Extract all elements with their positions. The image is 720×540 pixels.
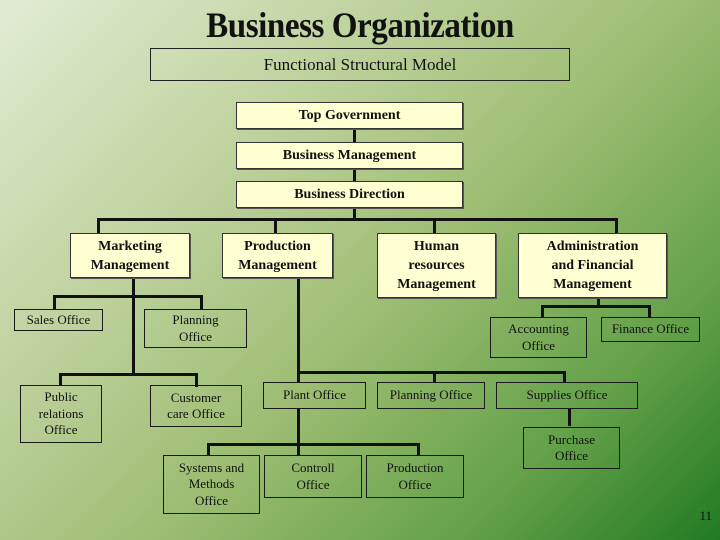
connector-line — [59, 373, 62, 386]
node-production-management: Production Management — [222, 233, 333, 278]
node-marketing-planning-office: Planning Office — [144, 309, 247, 348]
node-label: Supplies Office — [526, 387, 608, 403]
node-label: Production Office — [386, 460, 444, 492]
node-label: Purchase Office — [548, 431, 595, 464]
page-title: Business Organization — [206, 5, 514, 45]
node-controll-office: Controll Office — [264, 455, 362, 498]
node-label: Marketing Management — [90, 238, 170, 273]
node-label: Planning Office — [389, 387, 473, 403]
connector-line — [200, 295, 203, 310]
node-customer-care-office: Customer care Office — [150, 385, 242, 427]
node-systems-methods-office: Systems and Methods Office — [163, 455, 260, 514]
connector-line — [297, 278, 300, 383]
connector-line — [563, 371, 566, 383]
connector-line — [615, 218, 618, 234]
connector-line — [207, 443, 210, 456]
connector-line — [297, 371, 565, 374]
connector-line — [541, 305, 651, 308]
connector-line — [353, 129, 356, 142]
node-label: Administration and Financial Management — [546, 239, 639, 292]
node-label: Finance Office — [611, 321, 690, 337]
node-human-resources-management: Human resources Management — [377, 233, 496, 298]
connector-line — [97, 218, 100, 234]
connector-line — [59, 373, 198, 376]
node-label: Business Management — [282, 148, 417, 163]
node-public-relations-office: Public relations Office — [20, 385, 102, 443]
node-sales-office: Sales Office — [14, 309, 103, 331]
node-top-government: Top Government — [236, 102, 463, 129]
node-label: Sales Office — [26, 311, 91, 327]
node-accounting-office: Accounting Office — [490, 317, 587, 358]
node-business-direction: Business Direction — [236, 181, 463, 208]
connector-line — [207, 443, 420, 446]
node-label: Customer care Office — [167, 389, 225, 422]
connector-line — [597, 298, 600, 306]
connector-line — [297, 408, 300, 456]
node-label: Public relations Office — [38, 389, 84, 438]
connector-line — [274, 218, 277, 234]
connector-line — [353, 169, 356, 182]
subtitle-text: Functional Structural Model — [263, 54, 457, 74]
connector-line — [568, 408, 571, 426]
node-purchase-office: Purchase Office — [523, 427, 620, 469]
connector-line — [53, 295, 56, 310]
connector-line — [541, 305, 544, 317]
node-label: Controll Office — [291, 460, 335, 492]
connector-line — [195, 373, 198, 387]
page-number: 11 — [699, 508, 712, 523]
subtitle-box: Functional Structural Model — [150, 48, 570, 81]
node-label: Systems and Methods Office — [178, 459, 245, 508]
node-administration-financial-management: Administration and Financial Management — [518, 233, 667, 298]
node-label: Accounting Office — [508, 321, 569, 353]
connector-line — [433, 371, 436, 383]
node-marketing-management: Marketing Management — [70, 233, 190, 278]
node-label: Planning Office — [172, 312, 219, 344]
connector-line — [53, 295, 203, 298]
node-label: Human resources Management — [397, 239, 476, 292]
node-business-management: Business Management — [236, 142, 463, 169]
node-supplies-office: Supplies Office — [496, 382, 638, 409]
connector-line — [648, 305, 651, 317]
connector-line — [433, 218, 436, 234]
connector-line — [417, 443, 420, 456]
node-label: Top Government — [298, 108, 401, 123]
node-label: Production Management — [238, 238, 317, 273]
connector-line — [353, 208, 356, 220]
node-label: Plant Office — [283, 387, 346, 403]
node-production-office: Production Office — [366, 455, 464, 498]
node-production-planning-office: Planning Office — [377, 382, 485, 409]
node-label: Business Direction — [294, 187, 405, 202]
connector-line — [132, 278, 135, 376]
node-plant-office: Plant Office — [263, 382, 366, 409]
connector-line — [97, 218, 618, 221]
node-finance-office: Finance Office — [601, 317, 700, 342]
